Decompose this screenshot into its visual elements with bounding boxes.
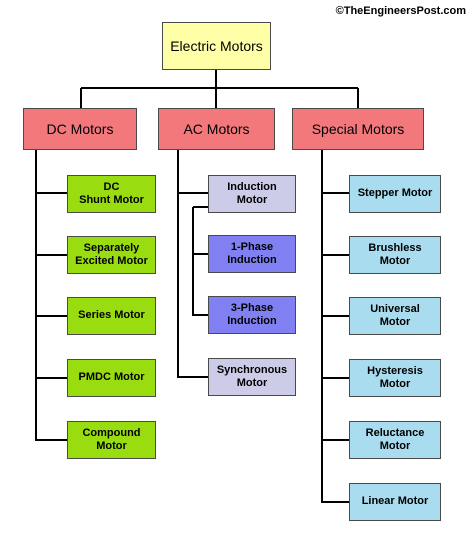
copyright-text: ©TheEngineersPost.com [335,5,466,17]
special-motor-type: Stepper Motor [349,175,441,213]
special-motor-type: Linear Motor [349,483,441,521]
dc-motor-type: Series Motor [67,297,156,335]
category-dc-motors: DC Motors [23,108,137,150]
category-special-motors: Special Motors [292,108,424,150]
category-ac-motors: AC Motors [158,108,275,150]
dc-motor-type: PMDC Motor [67,359,156,397]
root-node-electric-motors: Electric Motors [162,22,271,70]
